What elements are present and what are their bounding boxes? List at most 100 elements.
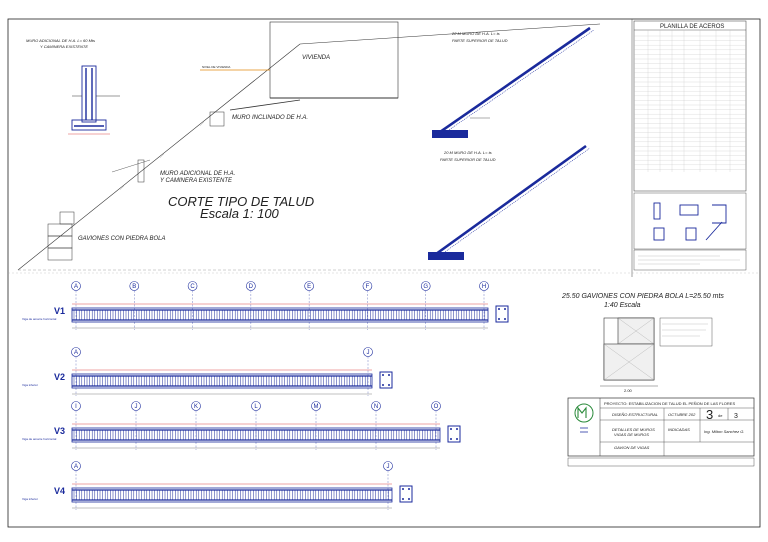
label-gaviones: GAVIONES CON PIEDRA BOLA bbox=[78, 236, 165, 242]
axis-b: B bbox=[129, 281, 140, 330]
gabion-stack bbox=[47, 211, 75, 261]
beam-cross-section bbox=[379, 371, 393, 389]
detail-inclined-wall-2: 20 M MURO DE H.A. L= ts PARTE SUPERIOR D… bbox=[428, 144, 591, 260]
svg-text:J: J bbox=[135, 404, 138, 410]
axis-j: J bbox=[131, 401, 141, 450]
slope-section: NIVEL DE VIVIENDA bbox=[17, 21, 601, 271]
beam-cross-section bbox=[447, 425, 461, 443]
rebar-bending-sketches bbox=[633, 192, 747, 250]
detail-tr2-title-2: PARTE SUPERIOR DE TALUD bbox=[440, 157, 496, 162]
svg-text:NIVEL DE VIVIENDA: NIVEL DE VIVIENDA bbox=[202, 65, 230, 69]
beam-tag: V4 bbox=[54, 486, 65, 496]
detail-tr1-title-2: PARTE SUPERIOR DE TALUD bbox=[452, 38, 508, 43]
beam-cross-section bbox=[399, 485, 413, 503]
detail-tr1-title-1: 22 M MURO DE H.A. L= ts bbox=[451, 31, 500, 36]
gavion-detail: 25.50 GAVIONES CON PIEDRA BOLA L=25.50 m… bbox=[561, 293, 724, 393]
svg-text:L: L bbox=[254, 404, 258, 410]
gavion-scale: 1:40 Escala bbox=[604, 302, 641, 309]
content-line-1: DETALLES DE MUROS bbox=[612, 427, 655, 432]
sheet-number: 3 bbox=[706, 407, 713, 422]
axis-a: A bbox=[71, 347, 81, 396]
svg-text:O: O bbox=[434, 404, 439, 410]
axis-a: A bbox=[71, 461, 81, 510]
content-line-3: GAVION DE VIGAS bbox=[614, 445, 650, 450]
content-line-2: VIGAS DE MUROS bbox=[614, 432, 649, 437]
stirrups bbox=[73, 430, 439, 440]
stirrups bbox=[73, 376, 371, 386]
detail-wall-additional: MURO ADICIONAL DE H.A. L= 60 Mts Y CAMIN… bbox=[26, 38, 120, 135]
svg-text:A: A bbox=[74, 464, 78, 470]
axis-h: H bbox=[479, 281, 489, 330]
svg-text:M: M bbox=[314, 404, 319, 410]
detail-tl-title-1: MURO ADICIONAL DE H.A. L= 60 Mts bbox=[26, 38, 95, 43]
axis-j: J bbox=[383, 461, 393, 510]
axis-j: J bbox=[363, 347, 373, 396]
main-scale: Escala 1: 100 bbox=[200, 206, 280, 221]
beam-outline bbox=[71, 373, 373, 389]
detail-tr2-title-1: 20 M MURO DE H.A. L= ts bbox=[443, 150, 492, 155]
axis-e: E bbox=[304, 281, 314, 330]
municipal-logo bbox=[574, 403, 594, 433]
svg-text:E: E bbox=[307, 284, 311, 290]
engineer-name: Ing. Milton Sanchez G. bbox=[704, 429, 744, 434]
beam-cross-section bbox=[495, 305, 509, 323]
axis-c: C bbox=[187, 281, 198, 330]
beam-outline bbox=[71, 307, 489, 323]
beam-note: Viga de amarre horizontal bbox=[22, 437, 57, 441]
svg-text:C: C bbox=[190, 284, 195, 290]
stirrups bbox=[73, 490, 389, 500]
discipline: DISEÑO ESTRUCTURAL bbox=[612, 412, 658, 417]
label-muro-adicional: MURO ADICIONAL DE H.A. bbox=[160, 171, 235, 177]
svg-text:J: J bbox=[387, 464, 390, 470]
beam-note: Viga de amarre horizontal bbox=[22, 317, 57, 321]
axis-d: D bbox=[246, 281, 256, 330]
scale-value: INDICADAS bbox=[668, 427, 690, 432]
general-notes-box bbox=[633, 249, 747, 271]
issue-date: OCTUBRE 202 bbox=[668, 412, 696, 417]
detail-tl-title-2: Y CAMINERA EXISTENTE bbox=[40, 44, 88, 49]
axis-k: K bbox=[191, 401, 201, 450]
svg-text:D: D bbox=[249, 284, 254, 290]
beam-outline bbox=[71, 487, 393, 503]
axis-f: F bbox=[362, 281, 373, 330]
svg-text:F: F bbox=[366, 284, 370, 290]
axis-a: A bbox=[71, 281, 81, 330]
axis-g: G bbox=[420, 281, 431, 330]
axis-n: N bbox=[371, 401, 381, 450]
steel-schedule-table: PLANILLA DE ACEROS bbox=[633, 20, 747, 192]
svg-text:A: A bbox=[74, 284, 78, 290]
steel-table-title: PLANILLA DE ACEROS bbox=[660, 24, 724, 30]
main-title: CORTE TIPO DE TALUD bbox=[168, 194, 314, 209]
gavion-width: 2.00 bbox=[624, 388, 633, 393]
beam-tag: V2 bbox=[54, 372, 65, 382]
svg-text:I: I bbox=[75, 404, 77, 410]
svg-text:N: N bbox=[374, 404, 378, 410]
label-muro-inclinado: MURO INCLINADO DE H.A. bbox=[232, 115, 308, 121]
svg-text:A: A bbox=[74, 350, 78, 356]
beam-note: Viga inferior bbox=[22, 383, 38, 387]
sheet-total: 3 bbox=[734, 413, 738, 420]
label-caminera: Y CAMINERA EXISTENTE bbox=[160, 178, 233, 184]
svg-text:H: H bbox=[482, 284, 486, 290]
beam-tag: V3 bbox=[54, 426, 65, 436]
beam-note: Viga inferior bbox=[22, 497, 38, 501]
stirrups bbox=[73, 310, 486, 320]
project-name: PROYECTO: ESTABILIZACION DE TALUD EL PEÑ… bbox=[604, 401, 735, 406]
title-block: PROYECTO: ESTABILIZACION DE TALUD EL PEÑ… bbox=[567, 397, 755, 457]
detail-inclined-wall-1: 22 M MURO DE H.A. L= ts PARTE SUPERIOR D… bbox=[432, 26, 595, 138]
gavion-title: 25.50 GAVIONES CON PIEDRA BOLA L=25.50 m… bbox=[561, 293, 724, 300]
sheet-of: de bbox=[718, 413, 723, 418]
axis-l: L bbox=[251, 401, 261, 450]
svg-text:J: J bbox=[367, 350, 370, 356]
axis-i: I bbox=[71, 401, 81, 450]
revision-strip bbox=[567, 457, 755, 467]
beam-tag: V1 bbox=[54, 306, 65, 316]
svg-text:G: G bbox=[423, 284, 428, 290]
label-vivienda: VIVIENDA bbox=[302, 55, 330, 61]
